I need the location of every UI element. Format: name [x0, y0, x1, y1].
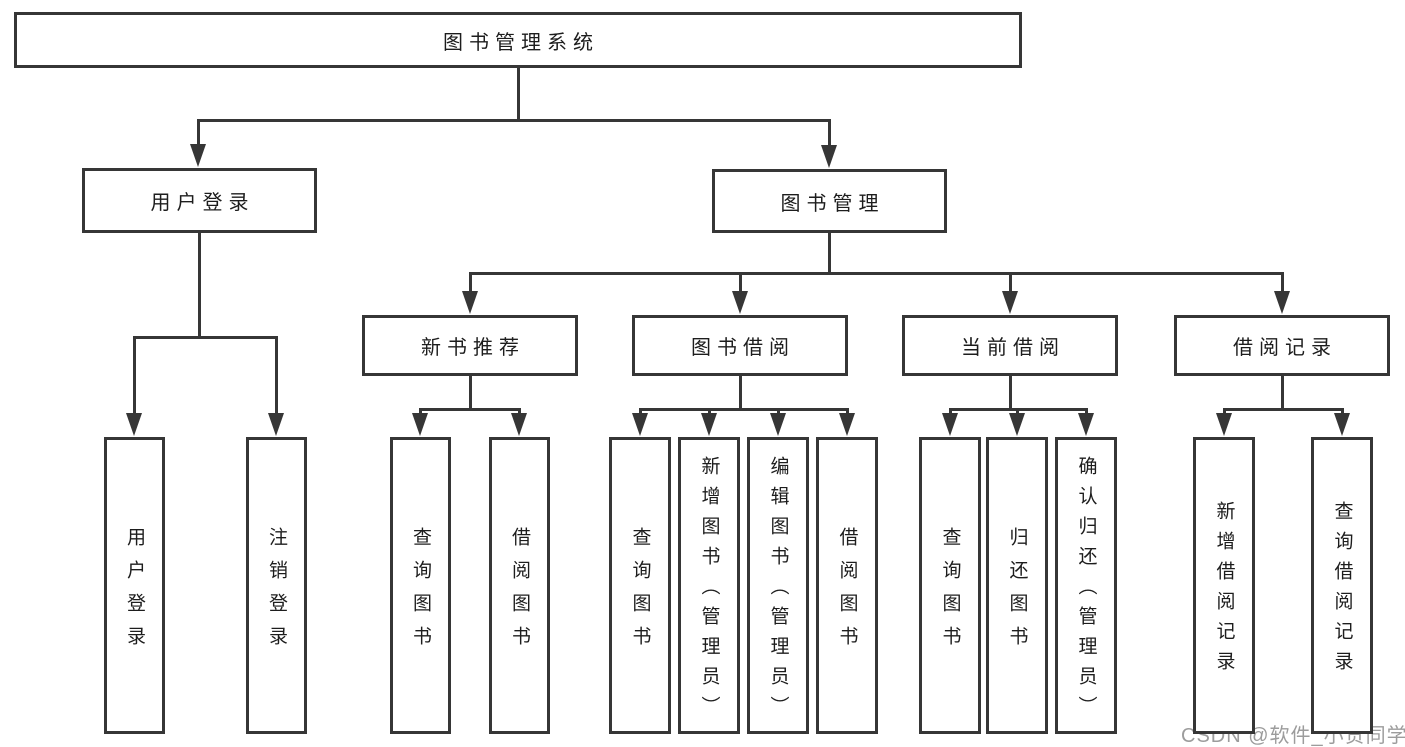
node-new-rec-query: 查询图书: [390, 437, 451, 734]
arrow-down-icon: [189, 144, 206, 167]
connector-line: [1084, 407, 1088, 416]
connector-line: [1008, 376, 1012, 411]
connector-line: [638, 407, 849, 411]
node-label: 编辑图书（管理员）: [767, 456, 789, 726]
connector-line: [419, 407, 422, 416]
arrow-down-icon: [1273, 291, 1290, 314]
node-root: 图书管理系统: [14, 12, 1022, 68]
arrow-down-icon: [700, 413, 717, 436]
node-br-add: 新增借阅记录: [1193, 437, 1255, 734]
node-cb-query: 查询图书: [919, 437, 981, 734]
connector-line: [948, 407, 952, 416]
node-login-logout: 注销登录: [246, 437, 307, 734]
arrow-down-icon: [1077, 413, 1094, 436]
node-bb-add: 新增图书（管理员）: [678, 437, 740, 734]
node-cur-borrow: 当前借阅: [902, 315, 1118, 376]
node-label: 借阅图书: [509, 526, 530, 659]
connector-line: [468, 376, 472, 411]
connector-line: [468, 271, 472, 294]
connector-line: [133, 335, 136, 416]
connector-line: [196, 118, 831, 122]
arrow-down-icon: [461, 291, 478, 314]
node-label: 用户登录: [124, 526, 145, 659]
node-label: 借阅图书: [836, 526, 858, 659]
connector-line: [707, 407, 711, 416]
connector-line: [198, 233, 201, 339]
connector-line: [1280, 376, 1284, 411]
connector-line: [828, 118, 831, 148]
node-label: 注销登录: [266, 526, 287, 659]
connector-line: [738, 376, 742, 411]
node-login-user: 用户登录: [104, 437, 165, 734]
connector-line: [468, 271, 1284, 275]
arrow-down-icon: [511, 413, 527, 436]
node-label: 借阅记录: [1233, 337, 1337, 359]
connector-line: [738, 271, 742, 294]
node-label: 新增图书（管理员）: [698, 456, 720, 726]
node-label: 查询图书: [629, 526, 651, 659]
connector-line: [196, 118, 200, 147]
node-cb-return: 归还图书: [986, 437, 1048, 734]
connector-line: [1015, 407, 1019, 416]
node-book-borrow: 图书借阅: [632, 315, 848, 376]
arrow-down-icon: [821, 145, 837, 168]
arrow-down-icon: [412, 413, 428, 436]
arrow-down-icon: [1001, 291, 1018, 314]
node-new-rec-borrow: 借阅图书: [489, 437, 550, 734]
arrow-down-icon: [268, 413, 284, 436]
node-label: 当前借阅: [961, 337, 1065, 359]
connector-line: [638, 407, 642, 416]
node-label: 新增借阅记录: [1213, 501, 1235, 681]
node-mgmt: 图书管理: [712, 169, 947, 233]
arrow-down-icon: [941, 413, 958, 436]
connector-line: [1008, 271, 1012, 294]
connector-line: [828, 233, 831, 275]
node-br-query: 查询借阅记录: [1311, 437, 1373, 734]
arrow-down-icon: [769, 413, 786, 436]
node-label: 确认归还（管理员）: [1075, 456, 1097, 726]
connector-line: [1340, 407, 1344, 416]
node-label: 图书管理系统: [443, 31, 599, 54]
node-label: 新书推荐: [421, 337, 525, 359]
node-label: 查询借阅记录: [1331, 501, 1353, 681]
connector-line: [1222, 407, 1226, 416]
connector-line: [133, 335, 278, 339]
connector-line: [419, 407, 521, 411]
node-label: 归还图书: [1006, 526, 1028, 659]
node-bb-edit: 编辑图书（管理员）: [747, 437, 809, 734]
node-label: 图书借阅: [691, 337, 795, 359]
node-borrow-records: 借阅记录: [1174, 315, 1390, 376]
node-cb-confirm: 确认归还（管理员）: [1055, 437, 1117, 734]
node-bb-query: 查询图书: [609, 437, 671, 734]
arrow-down-icon: [1215, 413, 1232, 436]
connector-line: [1280, 271, 1284, 294]
connector-line: [845, 407, 849, 416]
arrow-down-icon: [631, 413, 648, 436]
arrow-down-icon: [1008, 413, 1025, 436]
node-label: 用户登录: [150, 192, 255, 214]
arrow-down-icon: [731, 291, 748, 314]
node-new-rec: 新书推荐: [362, 315, 578, 376]
connector-line: [275, 335, 278, 416]
connector-line: [516, 68, 520, 122]
connector-line: [776, 407, 780, 416]
node-label: 查询图书: [410, 526, 431, 659]
arrow-down-icon: [838, 413, 855, 436]
node-label: 查询图书: [939, 526, 961, 659]
arrow-down-icon: [1333, 413, 1350, 436]
node-login: 用户登录: [82, 168, 317, 233]
connector-line: [518, 407, 521, 416]
arrow-down-icon: [126, 413, 142, 436]
connector-line: [1222, 407, 1344, 411]
node-bb-borrow: 借阅图书: [816, 437, 878, 734]
node-label: 图书管理: [780, 192, 885, 215]
